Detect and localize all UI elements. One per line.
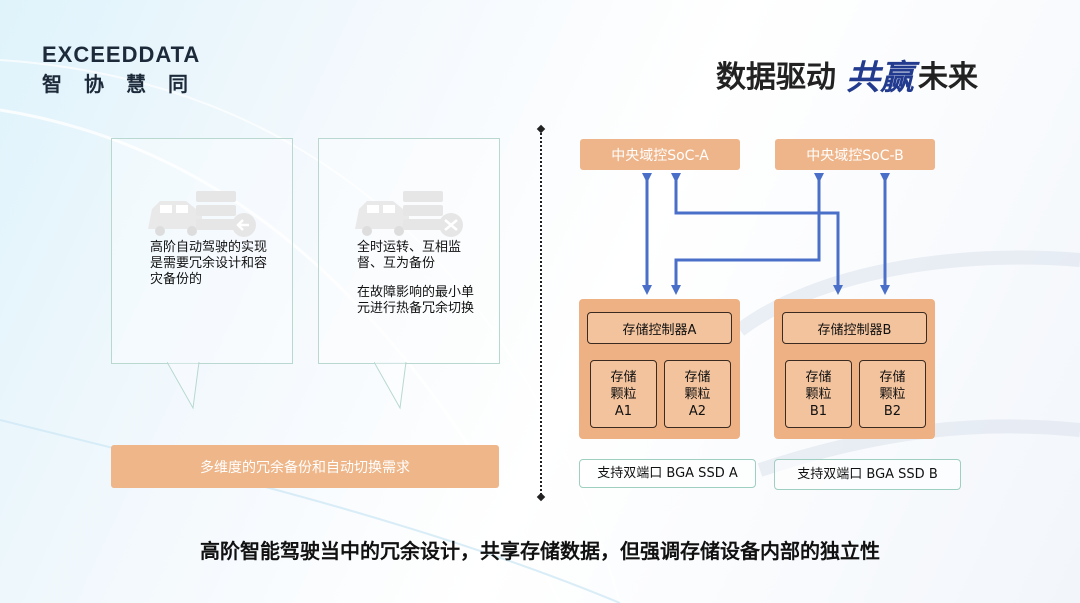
car-server-shuffle-icon bbox=[353, 189, 465, 243]
ssd-label-a: 支持双端口 BGA SSD A bbox=[579, 459, 756, 488]
storage-chip-b1: 存储 颗粒 B1 bbox=[785, 360, 852, 428]
chip-label-line: B1 bbox=[809, 403, 828, 419]
soc-a-box: 中央域控SoC-A bbox=[580, 139, 740, 170]
chip-label-line: 存储 bbox=[610, 369, 637, 385]
storage-controller-a: 存储控制器A bbox=[587, 312, 732, 344]
ssd-label-b: 支持双端口 BGA SSD B bbox=[774, 459, 961, 490]
chip-label-line: B2 bbox=[883, 403, 902, 419]
slogan-part2: 共赢 bbox=[846, 57, 914, 98]
chip-label-line: 颗粒 bbox=[684, 386, 711, 402]
chip-label-line: 颗粒 bbox=[805, 386, 832, 402]
bubble-2-tail bbox=[374, 362, 407, 410]
storage-chip-a1: 存储 颗粒 A1 bbox=[590, 360, 657, 428]
chip-label-line: 颗粒 bbox=[610, 386, 637, 402]
bottom-title: 高阶智能驾驶当中的冗余设计，共享存储数据，但强调存储设备内部的独立性 bbox=[200, 539, 880, 563]
chip-label-line: 存储 bbox=[684, 369, 711, 385]
storage-chip-a2: 存储 颗粒 A2 bbox=[664, 360, 731, 428]
slogan-part3: 未来 bbox=[918, 60, 978, 95]
logo-english: EXCEEDDATA bbox=[42, 42, 201, 67]
bubble-2-text-1: 全时运转、互相监督、互为备份 bbox=[357, 240, 462, 271]
logo-chinese: 智协慧同 bbox=[42, 72, 210, 96]
divider-bottom-dot bbox=[536, 492, 546, 502]
requirement-bar: 多维度的冗余备份和自动切换需求 bbox=[111, 445, 499, 488]
chip-label-line: 存储 bbox=[805, 369, 832, 385]
info-bubble-2: 全时运转、互相监督、互为备份 在故障影响的最小单元进行热备冗余切换 bbox=[318, 138, 500, 410]
info-bubble-1: 高阶自动驾驶的实现是需要冗余设计和容灾备份的 bbox=[111, 138, 293, 410]
chip-label-line: 存储 bbox=[879, 369, 906, 385]
bubble-2-text-2: 在故障影响的最小单元进行热备冗余切换 bbox=[357, 285, 475, 316]
car-server-arrow-icon bbox=[146, 189, 258, 243]
storage-controller-b: 存储控制器B bbox=[782, 312, 927, 344]
soc-b-box: 中央域控SoC-B bbox=[775, 139, 935, 170]
divider-top-dot bbox=[536, 124, 546, 134]
storage-chip-b2: 存储 颗粒 B2 bbox=[859, 360, 926, 428]
chip-label-line: 颗粒 bbox=[879, 386, 906, 402]
storage-unit-a: 存储控制器A 存储 颗粒 A1 存储 颗粒 A2 bbox=[579, 299, 740, 439]
section-divider bbox=[540, 130, 542, 498]
bubble-1-text: 高阶自动驾驶的实现是需要冗余设计和容灾备份的 bbox=[150, 240, 268, 287]
chip-label-line: A1 bbox=[614, 403, 633, 419]
bubble-1-tail bbox=[167, 362, 200, 410]
slogan: 数据驱动 共赢 未来 bbox=[716, 52, 978, 98]
storage-unit-b: 存储控制器B 存储 颗粒 B1 存储 颗粒 B2 bbox=[774, 299, 935, 439]
chip-label-line: A2 bbox=[688, 403, 707, 419]
slogan-part1: 数据驱动 bbox=[716, 60, 836, 95]
